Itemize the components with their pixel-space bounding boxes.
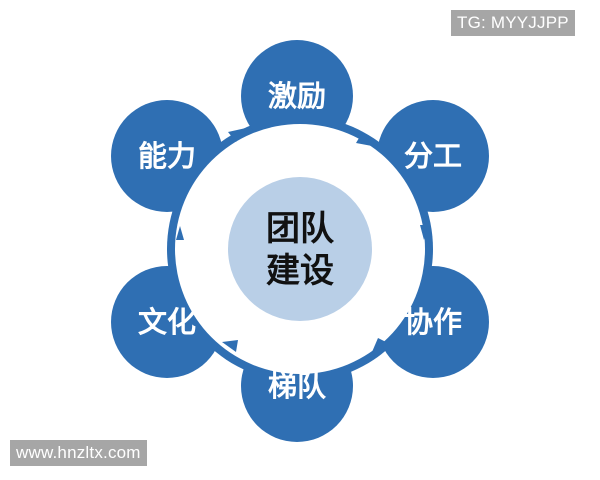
node-label-collaboration: 协作 — [404, 305, 462, 339]
arrow-icon — [372, 338, 386, 352]
arrow-icon — [356, 133, 372, 146]
node-label-incentive: 激励 — [268, 79, 326, 113]
center-title-line2: 建设 — [266, 251, 334, 291]
watermark-top-right: TG: MYYJJPP — [451, 10, 575, 36]
center-circle — [228, 177, 372, 321]
node-label-culture: 文化 — [138, 305, 196, 339]
cycle-arrows — [176, 128, 428, 352]
node-label-ability: 能力 — [138, 139, 196, 173]
center-title-line1: 团队 — [266, 209, 335, 249]
arrow-icon — [420, 225, 428, 240]
watermark-bottom-left: www.hnzltx.com — [10, 440, 147, 466]
node-label-division-of-labor: 分工 — [404, 139, 462, 173]
arrow-icon — [176, 226, 184, 240]
node-incentive: 激励 — [241, 40, 353, 152]
arrow-icon — [228, 128, 246, 142]
node-label-echelon: 梯队 — [268, 369, 327, 403]
arrow-icon — [222, 340, 238, 352]
